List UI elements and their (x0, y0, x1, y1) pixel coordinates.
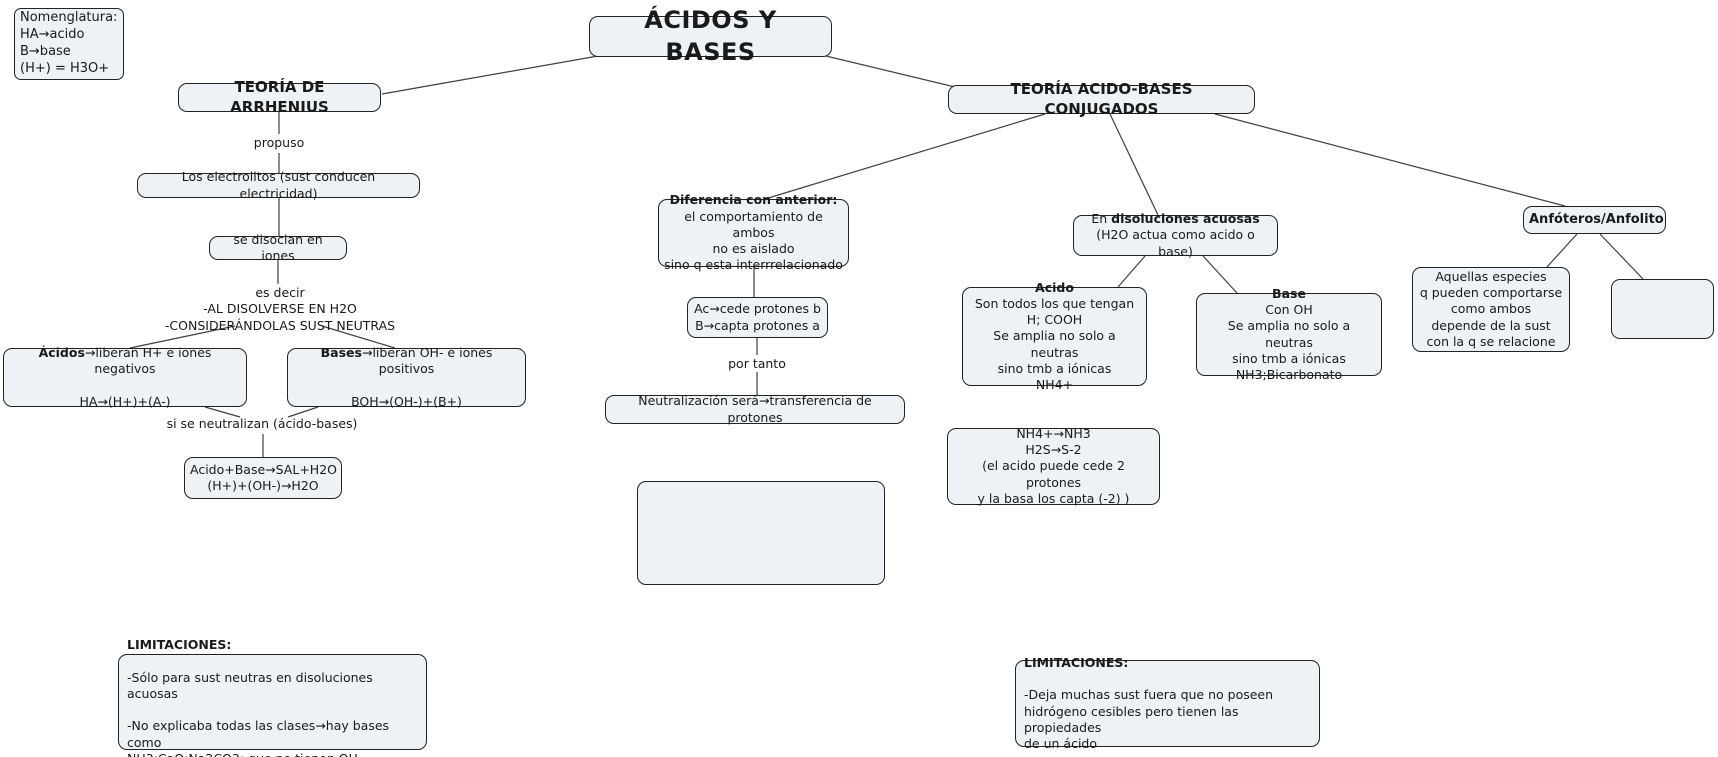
concept-node-empty-right[interactable] (1611, 279, 1714, 339)
limitaciones-conjugados-note[interactable]: LIMITACIONES: -Deja muchas sust fuera qu… (1015, 655, 1320, 751)
node-label: se disocian en iones (233, 231, 323, 263)
node-label-bold: LIMITACIONES: (1024, 654, 1129, 670)
concept-node-empty-middle[interactable] (637, 481, 885, 585)
node-label: Bases→liberan OH- e iones positivos BOH→… (293, 345, 520, 410)
node-label-bold: Ácidos (38, 345, 85, 360)
concept-node-ac-cede[interactable]: Ac→cede protones b B→capta protones a (687, 297, 828, 338)
node-formula: HA→(H+)+(A-) (79, 393, 171, 409)
concept-node-neutralizacion[interactable]: Neutralización será→transferencia de pro… (605, 393, 905, 425)
concept-node-anfoteros[interactable]: Anfóteros/Anfolito (1523, 206, 1666, 234)
connector-line (1109, 113, 1159, 216)
connector-line (1214, 113, 1566, 207)
node-label: En disoluciones acuosas (H2O actua como … (1079, 211, 1272, 260)
node-label: Diferencia con anterior: el comportamien… (664, 192, 843, 273)
node-label: Ac→cede protones b B→capta protones a (694, 301, 821, 333)
node-label-bold: Base (1272, 285, 1306, 301)
nomenclature-note[interactable]: Nomenglatura: HA→acido B→base (H+) = H3O… (14, 8, 124, 80)
node-label: Base Con OH Se amplia no solo a neutras … (1202, 286, 1376, 384)
node-body: Con OH Se amplia no solo a neutras sino … (1227, 302, 1351, 382)
concept-node-aquellas-especies[interactable]: Aquellas especies q pueden comportarse c… (1412, 267, 1570, 352)
limitaciones-arrhenius-note[interactable]: LIMITACIONES: -Sólo para sust neutras en… (118, 637, 427, 757)
node-label-bold: Diferencia con anterior: (669, 192, 838, 208)
node-label-prefix: En (1091, 211, 1112, 227)
linking-phrase-es-decir[interactable]: es decir -AL DISOLVERSE EN H2O -CONSIDER… (164, 285, 396, 333)
node-label-rest: →liberan H+ e iones negativos (84, 345, 212, 377)
linking-phrase-si-se-neutralizan[interactable]: si se neutralizan (ácido-bases) (166, 416, 358, 431)
node-label-rest: →liberan OH- e iones positivos (361, 345, 493, 377)
concept-node-disoluciones-acuosas[interactable]: En disoluciones acuosas (H2O actua como … (1073, 211, 1278, 259)
node-label: TEORÍA ACIDO-BASES CONJUGADOS (1010, 80, 1193, 118)
node-body: Son todos los que tengan H; COOH Se ampl… (974, 295, 1135, 393)
node-label-bold: Bases (320, 345, 362, 360)
concept-node-acidos-arrhenius[interactable]: Ácidos→liberan H+ e iones negativos HA→(… (3, 345, 247, 410)
concept-node-acidos-y-bases[interactable]: ÁCIDOS Y BASES (589, 6, 832, 66)
node-label: Anfóteros/Anfolito (1529, 211, 1664, 227)
concept-node-teoria-conjugados[interactable]: TEORÍA ACIDO-BASES CONJUGADOS (948, 80, 1255, 118)
node-body: -Deja muchas sust fuera que no poseen hi… (1024, 687, 1274, 751)
nomenclature-text: Nomenglatura: HA→acido B→base (H+) = H3O… (20, 10, 118, 76)
node-label: LIMITACIONES: -Deja muchas sust fuera qu… (1024, 655, 1311, 753)
node-formula: BOH→(OH-)+(B+) (351, 393, 462, 409)
concept-node-se-disocian[interactable]: se disocian en iones (209, 232, 347, 263)
node-label: TEORÍA DE ARRHENIUS (230, 78, 329, 116)
connector-line (1546, 233, 1578, 268)
concept-node-base-conjugados[interactable]: Base Con OH Se amplia no solo a neutras … (1196, 286, 1382, 381)
node-body: -Sólo para sust neutras en disoluciones … (127, 669, 390, 757)
connector-line (764, 113, 1046, 200)
node-label: Los electrolitos (sust conducen electric… (181, 169, 376, 201)
concept-node-acido-base-sal[interactable]: Acido+Base→SAL+H2O (H+)+(OH-)→H2O (184, 457, 342, 499)
concept-node-bases-arrhenius[interactable]: Bases→liberan OH- e iones positivos BOH→… (287, 345, 526, 410)
concept-node-nh4-examples[interactable]: NH4+→NH3 H2S→S-2 (el acido puede cede 2 … (947, 425, 1160, 506)
node-label: LIMITACIONES: -Sólo para sust neutras en… (127, 637, 418, 757)
node-label: Acido+Base→SAL+H2O (H+)+(OH-)→H2O (190, 461, 337, 493)
main-title: ÁCIDOS Y BASES (644, 6, 777, 66)
node-label: Ácidos→liberan H+ e iones negativos HA→(… (9, 345, 241, 410)
concept-node-electrolitos[interactable]: Los electrolitos (sust conducen electric… (137, 169, 420, 201)
connector-line (825, 55, 956, 88)
node-sub: (H2O actua como acido o base) (1096, 227, 1255, 259)
concept-node-acido-conjugados[interactable]: Acido Son todos los que tengan H; COOH S… (962, 280, 1147, 392)
node-label-bold: disoluciones acuosas (1111, 211, 1260, 227)
connector-line (1599, 233, 1644, 280)
connector-line (381, 55, 599, 95)
concept-node-teoria-arrhenius[interactable]: TEORÍA DE ARRHENIUS (178, 78, 381, 116)
node-label: NH4+→NH3 H2S→S-2 (el acido puede cede 2 … (977, 425, 1130, 506)
linking-phrase-por-tanto[interactable]: por tanto (728, 356, 786, 371)
node-body: el comportamiento de ambos no es aislado… (664, 208, 843, 273)
node-label-bold: Acido (1035, 279, 1074, 295)
node-label-bold: LIMITACIONES: (127, 637, 232, 652)
linking-phrase-propuso[interactable]: propuso (253, 135, 305, 150)
node-label: Aquellas especies q pueden comportarse c… (1419, 268, 1563, 349)
node-label: Neutralización será→transferencia de pro… (638, 393, 872, 425)
concept-node-diferencia[interactable]: Diferencia con anterior: el comportamien… (658, 192, 849, 271)
node-label: Acido Son todos los que tengan H; COOH S… (968, 280, 1141, 394)
